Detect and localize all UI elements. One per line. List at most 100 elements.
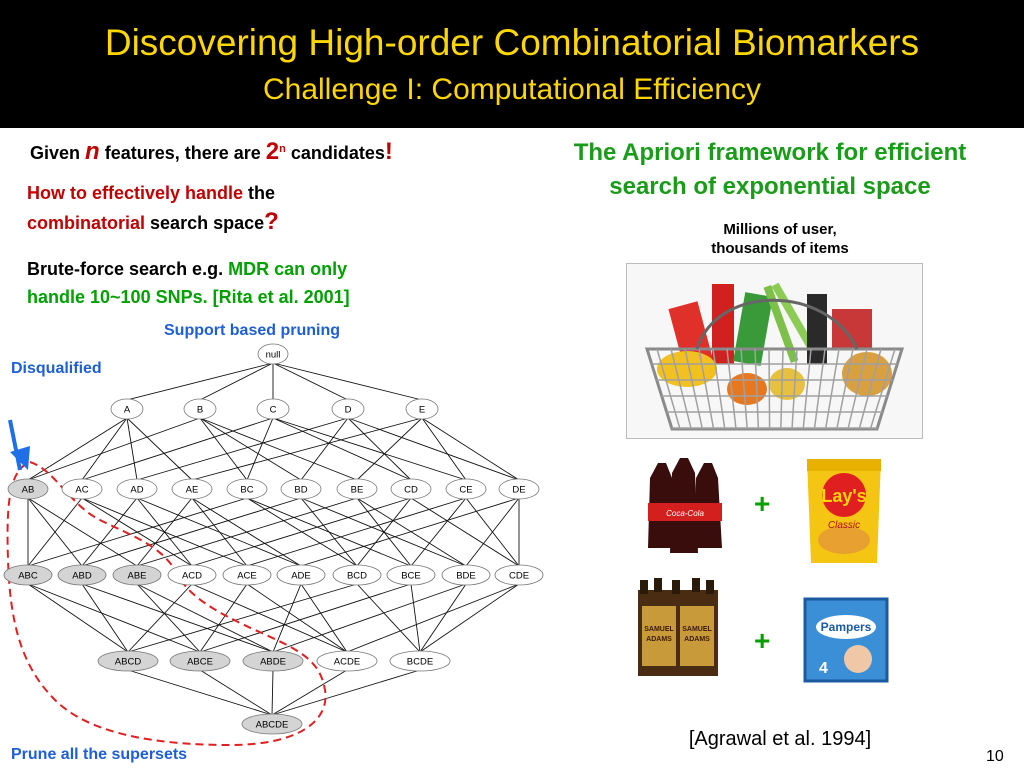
lattice-edge <box>272 417 467 481</box>
question-mark: ? <box>264 208 279 235</box>
lattice-edge <box>136 583 274 653</box>
lattice-node-bcd: BCD <box>332 564 382 586</box>
lattice-edge <box>410 497 520 567</box>
lattice-edge <box>136 417 349 481</box>
lattice-edge <box>199 362 274 401</box>
lattice-node-cd: CD <box>390 478 432 500</box>
brute-text-b: MDR can only <box>228 259 348 279</box>
basket-wire <box>754 348 760 430</box>
lattice-node-shape <box>257 343 289 365</box>
lattice-edge <box>246 583 348 653</box>
lattice-node-label: ACD <box>182 571 202 582</box>
apriori-title-line-1: The Apriori framework for efficient <box>573 139 967 166</box>
lattice-node-label: AC <box>75 485 88 496</box>
slide-subtitle: Challenge I: Computational Efficiency <box>262 73 762 106</box>
lattice-node-label: AE <box>186 485 199 496</box>
lattice-node-label: ADE <box>291 571 311 582</box>
lattice-node-ae: AE <box>171 478 213 500</box>
lattice-node-label: D <box>345 405 352 416</box>
diaper-brand: Pampers <box>821 620 872 634</box>
basket-wire <box>656 348 681 430</box>
lattice-node-shape <box>57 564 107 586</box>
lattice-edge <box>199 669 273 716</box>
basket-wire <box>684 348 704 430</box>
lattice-node-label: ABD <box>72 571 92 582</box>
lattice-node-ad: AD <box>116 478 158 500</box>
basket-wire <box>768 348 771 430</box>
lattice-node-shape <box>171 478 213 500</box>
lattice-edge <box>272 417 412 481</box>
page-number: 10 <box>986 748 1004 765</box>
lattice-edge <box>465 497 520 567</box>
lattice-node-label: CD <box>404 485 418 496</box>
how-text-d: search space <box>145 213 265 233</box>
basket-wire <box>858 348 882 430</box>
lattice-node-shape <box>331 398 365 420</box>
lattice-edge <box>271 669 348 716</box>
lattice-node-label: DE <box>512 485 525 496</box>
lattice-node-shape <box>390 478 432 500</box>
lattice-node-shape <box>276 564 326 586</box>
lattice-node-e: E <box>405 398 439 420</box>
lattice-node-shape <box>242 650 304 672</box>
chips-bag-image: Lay's Classic <box>803 455 885 567</box>
lattice-node-shape <box>7 478 49 500</box>
lattice-edge <box>81 417 128 481</box>
lattice-node-shape <box>97 650 159 672</box>
basket-wire <box>712 348 726 430</box>
lattice-node-shape <box>441 564 491 586</box>
basket-wire <box>813 348 826 430</box>
lattice-node-bcde: BCDE <box>389 650 451 672</box>
beer-brand-4: ADAMS <box>684 636 710 643</box>
brute-line-2: handle 10~100 SNPs. [Rita et al. 2001] <box>27 287 350 307</box>
lattice-edge <box>272 362 349 401</box>
lattice-node-shape <box>167 564 217 586</box>
lattice-node-shape <box>169 650 231 672</box>
lattice-edge <box>272 583 302 653</box>
lattice-node-bde: BDE <box>441 564 491 586</box>
lattice-node-shape <box>222 564 272 586</box>
lattice-edge <box>27 583 201 653</box>
lattice-node-label: ABCD <box>115 657 142 668</box>
lattice-edge <box>81 583 129 653</box>
lattice-edge <box>127 583 358 653</box>
given-line: Given n features, there are 2n candidate… <box>30 138 393 167</box>
lattice-node-label: BE <box>351 485 364 496</box>
lattice-node-label: CDE <box>509 571 529 582</box>
given-text-a: Given <box>30 143 86 163</box>
lattice-node-label: ABE <box>127 571 146 582</box>
lattice-node-shape <box>498 478 540 500</box>
basket-wire <box>791 348 798 430</box>
beer-brand-3: SAMUEL <box>682 626 712 633</box>
lattice-node-label: null <box>266 350 281 361</box>
lattice-node-label: ABCE <box>187 657 213 668</box>
lattice-edge <box>199 417 302 481</box>
lattice-node-shape <box>226 478 268 500</box>
lattice-node-label: AB <box>22 485 35 496</box>
how-line-1: How to effectively handle the <box>27 180 275 207</box>
lattice-edge <box>347 417 520 481</box>
beer-brand-2: ADAMS <box>646 636 672 643</box>
lattice-edge <box>300 583 348 653</box>
lattice-edge <box>421 417 520 481</box>
lattice-node-label: B <box>197 405 203 416</box>
brute-text-a: Brute-force search e.g. <box>27 259 229 279</box>
lattice-node-abcd: ABCD <box>97 650 159 672</box>
lattice-edge <box>199 583 248 653</box>
lattice-node-shape <box>256 398 290 420</box>
diapers-pack-image: Pampers 4 <box>803 597 889 683</box>
how-text-a: How to effectively handle <box>27 183 244 203</box>
prune-supersets-label: Prune all the supersets <box>11 746 188 763</box>
lattice-node-shape <box>405 398 439 420</box>
lattice-edge <box>27 417 128 481</box>
lattice-node-shape <box>494 564 544 586</box>
lattice-edge <box>347 417 412 481</box>
brute-line-1: Brute-force search e.g. MDR can only <box>27 256 347 283</box>
lattice-node-label: BCE <box>401 571 421 582</box>
lattice-node-abde: ABDE <box>242 650 304 672</box>
lattice-node-label: BDE <box>456 571 476 582</box>
basket-wire <box>824 348 840 430</box>
citation: [Agrawal et al. 1994] <box>688 728 872 750</box>
lattice-edge <box>81 497 302 567</box>
